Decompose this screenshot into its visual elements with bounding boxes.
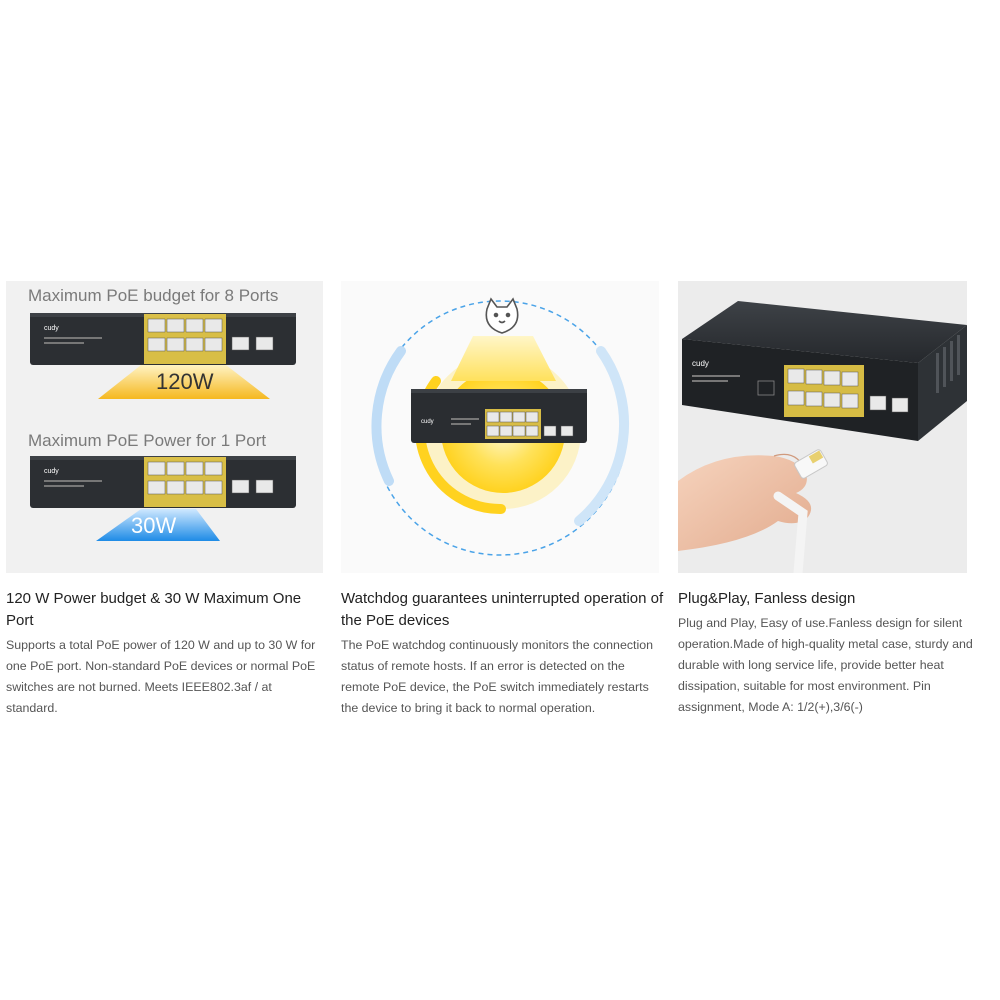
watchdog-image: cudy	[341, 281, 659, 573]
brand-logo: cudy	[421, 419, 434, 425]
brand-logo: cudy	[692, 359, 709, 368]
poe-switch-2: cudy	[30, 456, 296, 508]
power-value: 30W	[131, 513, 177, 538]
plug-and-play-image: cudy	[678, 281, 967, 573]
feature-watchdog: Watchdog guarantees uninterrupted operat…	[341, 588, 666, 719]
poe-budget-image: Maximum PoE budget for 8 Ports	[6, 281, 323, 573]
feature-poe-budget: 120 W Power budget & 30 W Maximum One Po…	[6, 588, 326, 719]
feature-title: Plug&Play, Fanless design	[678, 590, 856, 607]
feature-description: Plug and Play, Easy of use.Fanless desig…	[678, 616, 973, 714]
feature-description: Supports a total PoE power of 120 W and …	[6, 638, 316, 715]
feature-plug-and-play: Plug&Play, Fanless design Plug and Play,…	[678, 588, 978, 718]
power-beam	[96, 509, 220, 541]
hand-with-ethernet-cable	[678, 449, 828, 573]
poe-budget-illustration: cudy cudy	[30, 313, 296, 541]
power-heading: Maximum PoE Power for 1 Port	[28, 431, 267, 450]
watchdog-illustration: cudy	[371, 297, 630, 556]
budget-beam	[98, 365, 270, 399]
brand-logo: cudy	[44, 468, 59, 475]
fanless-switch-illustration: cudy	[678, 301, 967, 573]
budget-heading: Maximum PoE budget for 8 Ports	[28, 286, 279, 305]
poe-switch: cudy	[411, 389, 587, 443]
budget-value: 120W	[156, 369, 214, 394]
feature-description: The PoE watchdog continuously monitors t…	[341, 638, 654, 715]
brand-logo: cudy	[44, 325, 59, 332]
poe-switch-1: cudy	[30, 313, 296, 365]
feature-title: Watchdog guarantees uninterrupted operat…	[341, 590, 664, 629]
poe-switch: cudy	[682, 301, 967, 441]
dog-face-icon	[485, 297, 519, 334]
feature-title: 120 W Power budget & 30 W Maximum One Po…	[6, 590, 302, 629]
